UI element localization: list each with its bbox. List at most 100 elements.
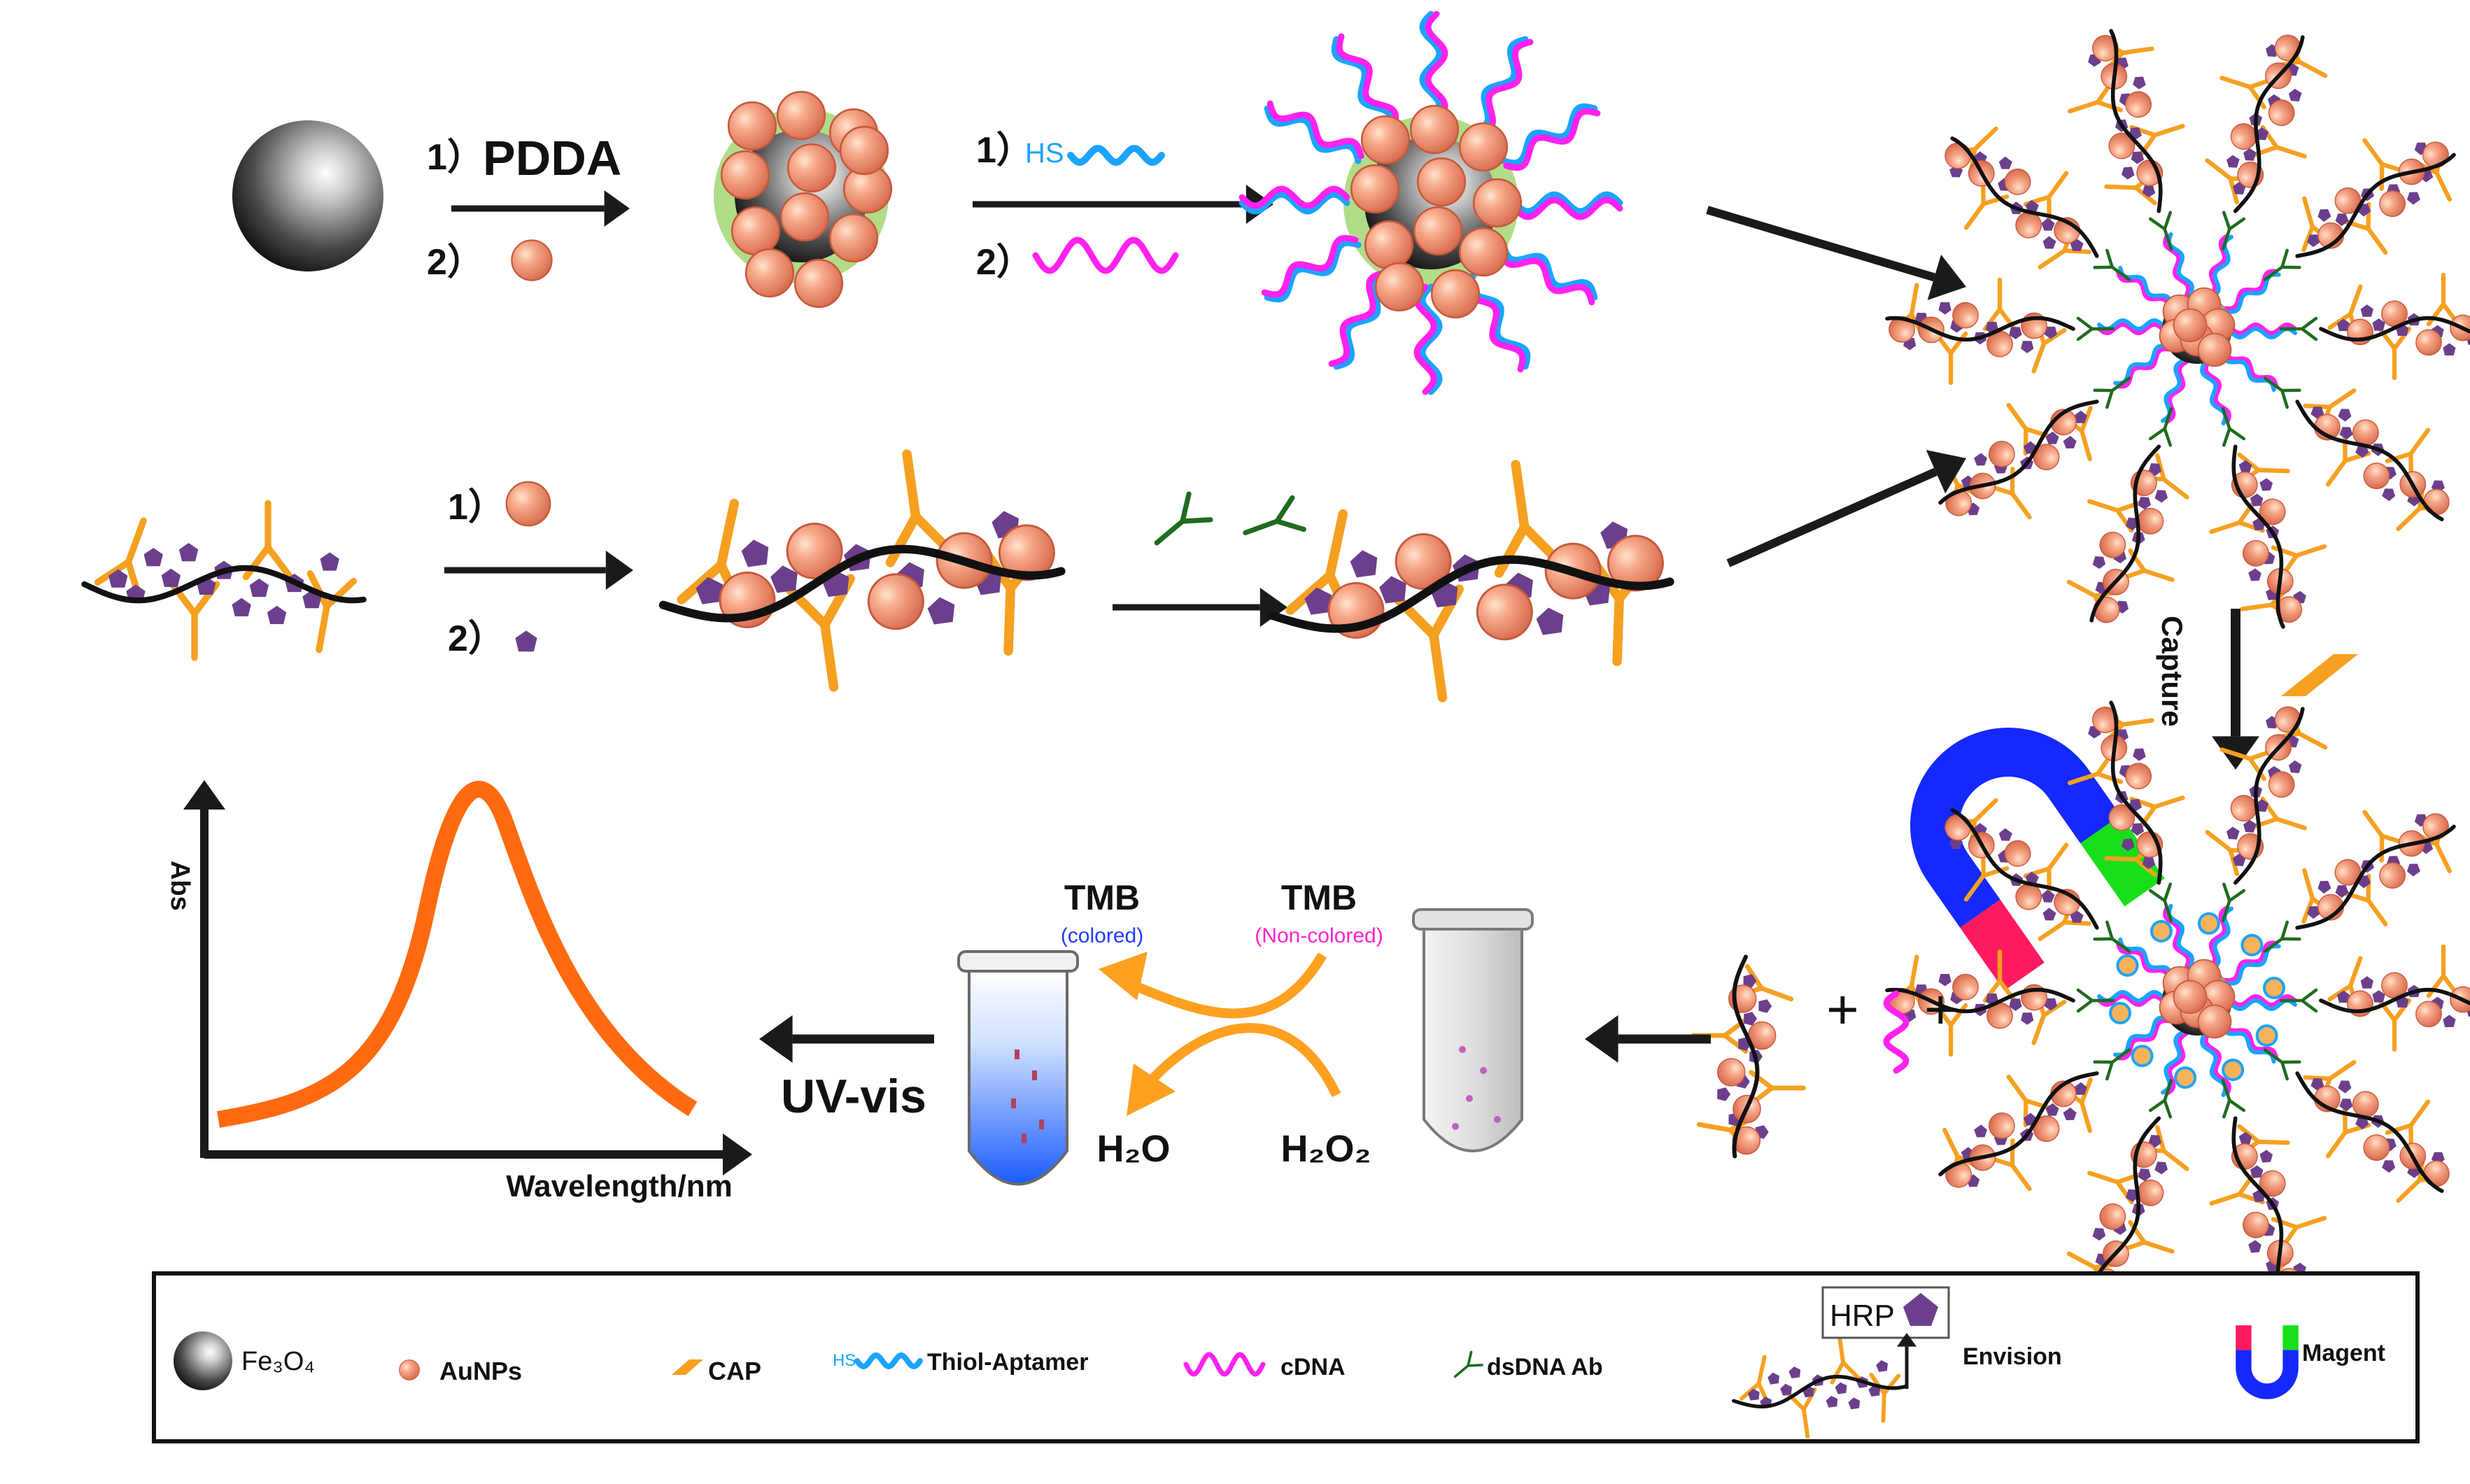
hrp-enzyme — [249, 578, 269, 598]
hrp-enzyme — [2404, 188, 2422, 206]
assembly-core — [2159, 959, 2236, 1039]
antibody-arm — [2062, 920, 2091, 926]
antibody-stem — [2434, 842, 2452, 874]
arrow-shaft — [1706, 206, 1936, 282]
cdna — [1266, 100, 1364, 160]
gold-nanoparticle — [2122, 87, 2155, 121]
antibody-arm — [2095, 99, 2124, 113]
antibody-arm — [1882, 1373, 1901, 1396]
dsdna-antibody — [2279, 988, 2318, 1013]
plus-sign: + — [1924, 978, 1957, 1040]
gold-nanoparticle — [2374, 185, 2411, 222]
legend-magnet-label: Magent — [2302, 1340, 2385, 1366]
antibody-stem — [1243, 518, 1280, 536]
antibody-stem — [2067, 99, 2101, 114]
dna-strand — [1732, 1374, 1908, 1408]
hrp-enzyme — [2224, 825, 2240, 842]
hrp-enzyme — [2336, 405, 2355, 423]
hrp-enzyme — [2360, 976, 2373, 989]
antibody-arm — [2163, 211, 2172, 231]
dsdna-antibody — [2093, 376, 2131, 409]
antibody-stem — [2302, 196, 2315, 229]
antibody-stem — [1801, 1407, 1810, 1439]
assembly-arm — [2066, 1030, 2197, 1299]
legend-fe3o4-swatch — [174, 1331, 232, 1390]
assembly-arm — [2200, 360, 2327, 629]
tube-rim — [1412, 908, 1534, 931]
dsdna-antibody — [2221, 1078, 2246, 1119]
gold-nanoparticle — [731, 206, 781, 256]
arrow-head — [723, 1133, 752, 1175]
hrp-enzyme — [2443, 343, 2456, 356]
particle — [1011, 1098, 1016, 1108]
hrp-enzyme — [2131, 74, 2147, 91]
dna-strand — [2109, 700, 2163, 885]
y-axis-label: Abs — [165, 861, 195, 911]
dsdna-antibody — [2093, 248, 2131, 281]
particle — [1459, 1046, 1466, 1053]
envision-strand — [1940, 798, 2099, 941]
envision-polymer — [81, 500, 367, 661]
gold-nanoparticle — [1350, 164, 1400, 214]
legend-cap-swatch — [672, 1359, 703, 1375]
envision-strand — [2295, 136, 2456, 258]
dsdna-antibody — [2221, 211, 2246, 251]
antibody-arm — [2280, 265, 2301, 269]
antibody-arm — [2163, 1098, 2172, 1119]
cap-reagent — [2281, 654, 2358, 696]
tmb-colored: TMB — [1064, 878, 1140, 917]
antibody-arm — [1494, 522, 1530, 578]
released-cdna — [1883, 990, 1910, 1074]
antibody-arm — [2300, 316, 2318, 331]
antibody-stem — [2142, 1240, 2175, 1254]
reaction-arrow-h2o2 — [1143, 1023, 1341, 1098]
envision-strand — [2066, 444, 2189, 627]
arrow-head — [1897, 1333, 1917, 1347]
particle — [1022, 1133, 1026, 1143]
gold-nanoparticle — [2197, 1004, 2232, 1039]
gold-nanoparticle — [1430, 269, 1481, 319]
assembly-arm — [1938, 344, 2171, 521]
antibody — [2119, 1220, 2175, 1254]
cdna — [2223, 269, 2279, 311]
envision-strand — [2319, 272, 2470, 381]
hrp-enzyme — [1758, 999, 1772, 1013]
dna-strand — [2231, 444, 2285, 629]
cdna — [2206, 233, 2230, 298]
gold-nanoparticle — [1458, 122, 1509, 172]
tmb-noncolored-note: (Non-colored) — [1255, 924, 1383, 947]
cap-analyte — [2255, 1024, 2278, 1047]
tmb-noncolored: TMB — [1281, 878, 1357, 917]
h2o-label: H₂O — [1097, 1128, 1171, 1170]
assembly-arm — [2230, 272, 2470, 381]
gold-nanoparticle — [2239, 537, 2273, 570]
legend-hrp-label: HRP — [1830, 1299, 1895, 1333]
gold-nanoparticle — [1999, 163, 2036, 200]
antibody-stem — [2263, 265, 2284, 281]
cdna-reagent — [1032, 236, 1179, 274]
gold-nanoparticle — [1374, 262, 1425, 312]
cdna — [2203, 360, 2231, 425]
antibody-arm — [2280, 920, 2289, 941]
brush-arm — [1328, 269, 1392, 370]
cap-analyte — [2150, 919, 2173, 942]
antibody-arm — [2385, 1123, 2413, 1136]
assembly-arm — [2220, 1019, 2455, 1203]
magnet-pole-green — [2282, 1325, 2299, 1350]
dsdna-antibody-reagent — [1154, 491, 1213, 546]
antibody-stem — [2263, 937, 2284, 953]
antibody-stem — [2067, 771, 2101, 786]
antibody-arm — [1744, 963, 1764, 991]
assembly-arm — [2230, 944, 2470, 1052]
antibody-stem — [1942, 1127, 1960, 1159]
gold-nanoparticle — [1364, 220, 1414, 270]
thiol-aptamer — [2166, 232, 2194, 297]
antibody — [1982, 277, 2017, 332]
antibody-stem — [2256, 1139, 2290, 1145]
hrp-enzyme — [2360, 304, 2373, 317]
antibody-arm — [2148, 427, 2166, 441]
antibody-arm — [1467, 1350, 1473, 1367]
reaction-arrow-head — [1127, 1063, 1176, 1116]
gold-nanoparticle — [839, 125, 889, 176]
assembly-arm — [1940, 798, 2174, 982]
